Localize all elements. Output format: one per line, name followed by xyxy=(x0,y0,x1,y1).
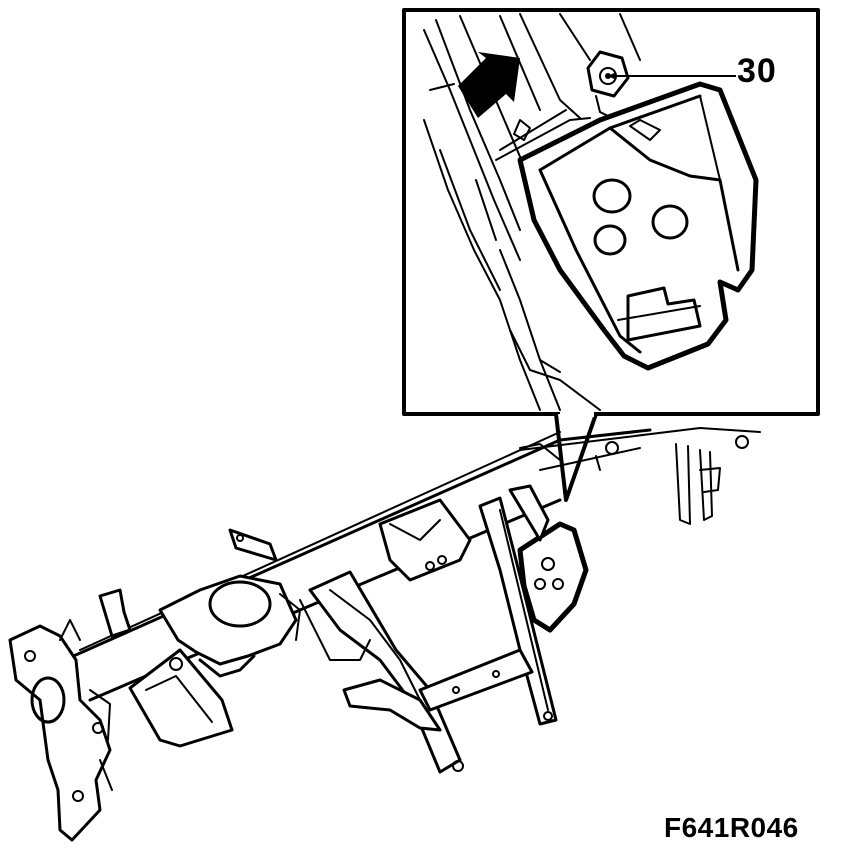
figure-code: F641R046 xyxy=(664,812,799,843)
tube-tab xyxy=(228,528,278,562)
steering-column-housing xyxy=(158,574,301,678)
bracket-hole xyxy=(651,204,689,240)
direction-arrow xyxy=(458,52,520,118)
bracket-hole xyxy=(593,224,627,256)
bolt-30 xyxy=(586,50,630,119)
detail-inset xyxy=(402,8,820,502)
highlighted-bracket xyxy=(517,521,589,633)
bracket-hole xyxy=(592,178,632,214)
tube-tab xyxy=(98,588,132,638)
central-down-tube xyxy=(299,570,464,774)
callout-label-30: 30 xyxy=(737,52,777,90)
lower-arm xyxy=(342,678,442,732)
center-bracket xyxy=(378,498,472,582)
inset-leader xyxy=(554,413,598,502)
left-end-bracket xyxy=(8,619,113,842)
crossmember-assembly xyxy=(8,427,761,842)
cross-link xyxy=(418,648,534,712)
left-support-bracket xyxy=(128,648,234,748)
right-down-tube xyxy=(478,496,558,726)
inset-body-structure xyxy=(423,13,641,411)
inset-bracket xyxy=(517,81,759,371)
